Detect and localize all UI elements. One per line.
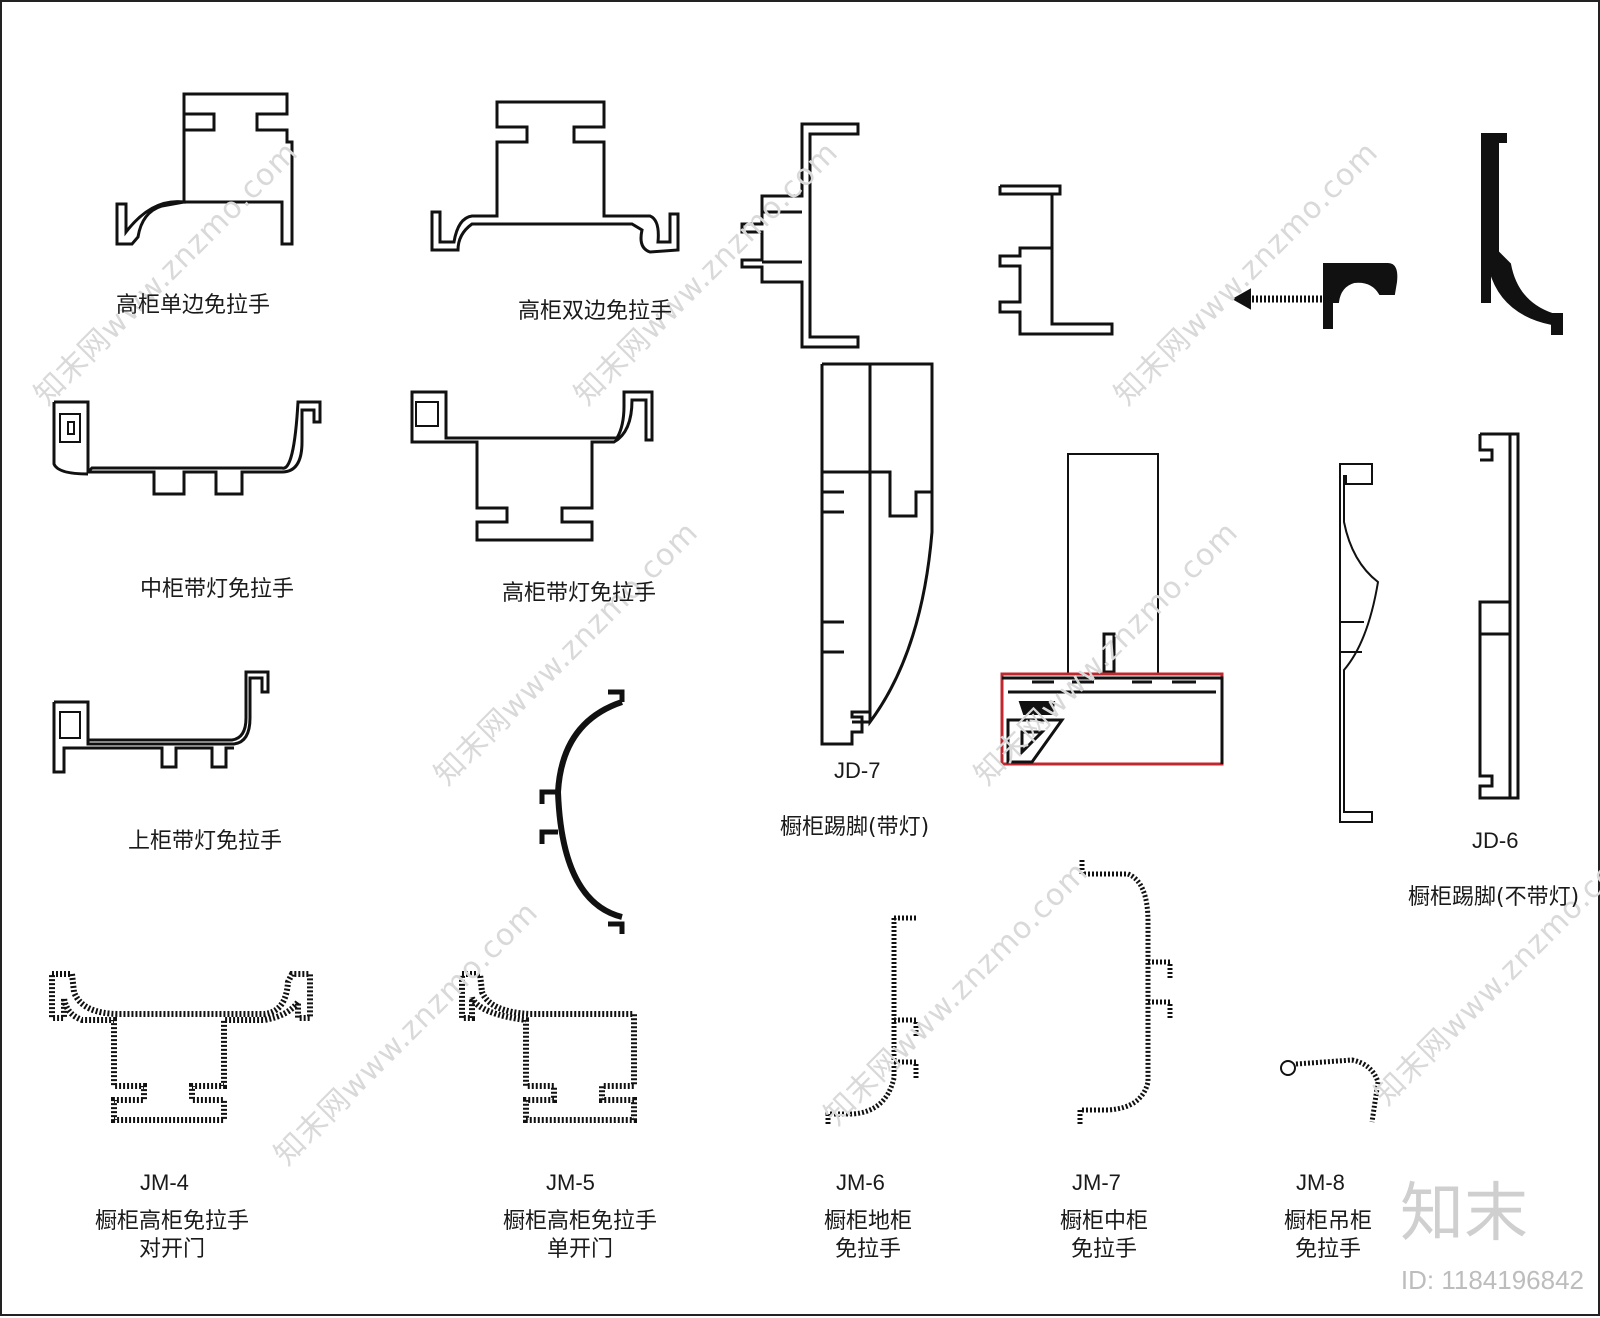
label-jm5-sub: 单开门 <box>546 1236 613 1262</box>
profile-jm5 <box>459 971 637 1123</box>
label-jm6: 橱柜地柜 免拉手 <box>818 1208 918 1263</box>
profile-arc-handle <box>539 689 625 934</box>
code-jd7: JD-7 <box>834 758 881 783</box>
profile-jm8 <box>1280 1057 1381 1123</box>
label-jm4-sub: 对开门 <box>138 1236 205 1262</box>
label-jm7-sub: 免拉手 <box>1070 1236 1137 1262</box>
profile-jd6 <box>1478 432 1520 800</box>
image-id: ID: 1184196842 <box>1400 1265 1584 1295</box>
code-jm4: JM-4 <box>140 1170 189 1195</box>
code-jm8: JM-8 <box>1296 1170 1345 1195</box>
profile-tall-with-light <box>410 390 654 542</box>
label-jm8-name: 橱柜吊柜 <box>1283 1209 1372 1234</box>
label-jm5: 橱柜高柜免拉手 单开门 <box>494 1208 666 1263</box>
profile-jm7 <box>1077 860 1173 1124</box>
label-jm7: 橱柜中柜 免拉手 <box>1054 1208 1154 1263</box>
profile-tall-single-side <box>115 92 294 246</box>
label-tall-double-side: 高柜双边免拉手 <box>518 299 673 324</box>
code-jm6: JM-6 <box>836 1170 885 1195</box>
label-jm8: 橱柜吊柜 免拉手 <box>1278 1208 1378 1263</box>
profile-mid-with-light <box>52 400 322 496</box>
profile-corner-black <box>1481 133 1563 335</box>
profile-thin-curved <box>1339 463 1380 823</box>
profile-jm6 <box>825 915 919 1126</box>
label-jm4-name: 橱柜高柜免拉手 <box>94 1209 249 1234</box>
label-tall-with-light: 高柜带灯免拉手 <box>502 581 657 606</box>
brand-logo: 知末 <box>1400 1177 1528 1251</box>
code-jd6: JD-6 <box>1472 828 1519 853</box>
label-jd7: 橱柜踢脚(带灯) <box>780 815 930 840</box>
profile-central-block <box>1000 453 1224 766</box>
label-jm6-name: 橱柜地柜 <box>823 1209 912 1234</box>
profile-small-frame <box>998 184 1114 336</box>
profile-screw-mount <box>1231 263 1398 329</box>
label-jm7-name: 橱柜中柜 <box>1059 1209 1148 1234</box>
label-jm6-sub: 免拉手 <box>834 1236 901 1262</box>
label-jd6: 橱柜踢脚(不带灯) <box>1408 885 1580 910</box>
profile-upper-with-light <box>52 670 270 774</box>
label-upper-with-light: 上柜带灯免拉手 <box>128 829 283 854</box>
label-tall-single-side: 高柜单边免拉手 <box>116 293 271 318</box>
code-jm7: JM-7 <box>1072 1170 1121 1195</box>
profile-jd7-top <box>740 122 860 349</box>
profile-jd7 <box>820 362 934 746</box>
profile-jm4 <box>49 971 313 1123</box>
label-mid-with-light: 中柜带灯免拉手 <box>140 577 295 602</box>
profile-tall-double-side <box>430 100 680 254</box>
code-jm5: JM-5 <box>546 1170 595 1195</box>
label-jm5-name: 橱柜高柜免拉手 <box>502 1209 657 1234</box>
label-jm8-sub: 免拉手 <box>1294 1236 1361 1262</box>
label-jm4: 橱柜高柜免拉手 对开门 <box>86 1208 258 1263</box>
